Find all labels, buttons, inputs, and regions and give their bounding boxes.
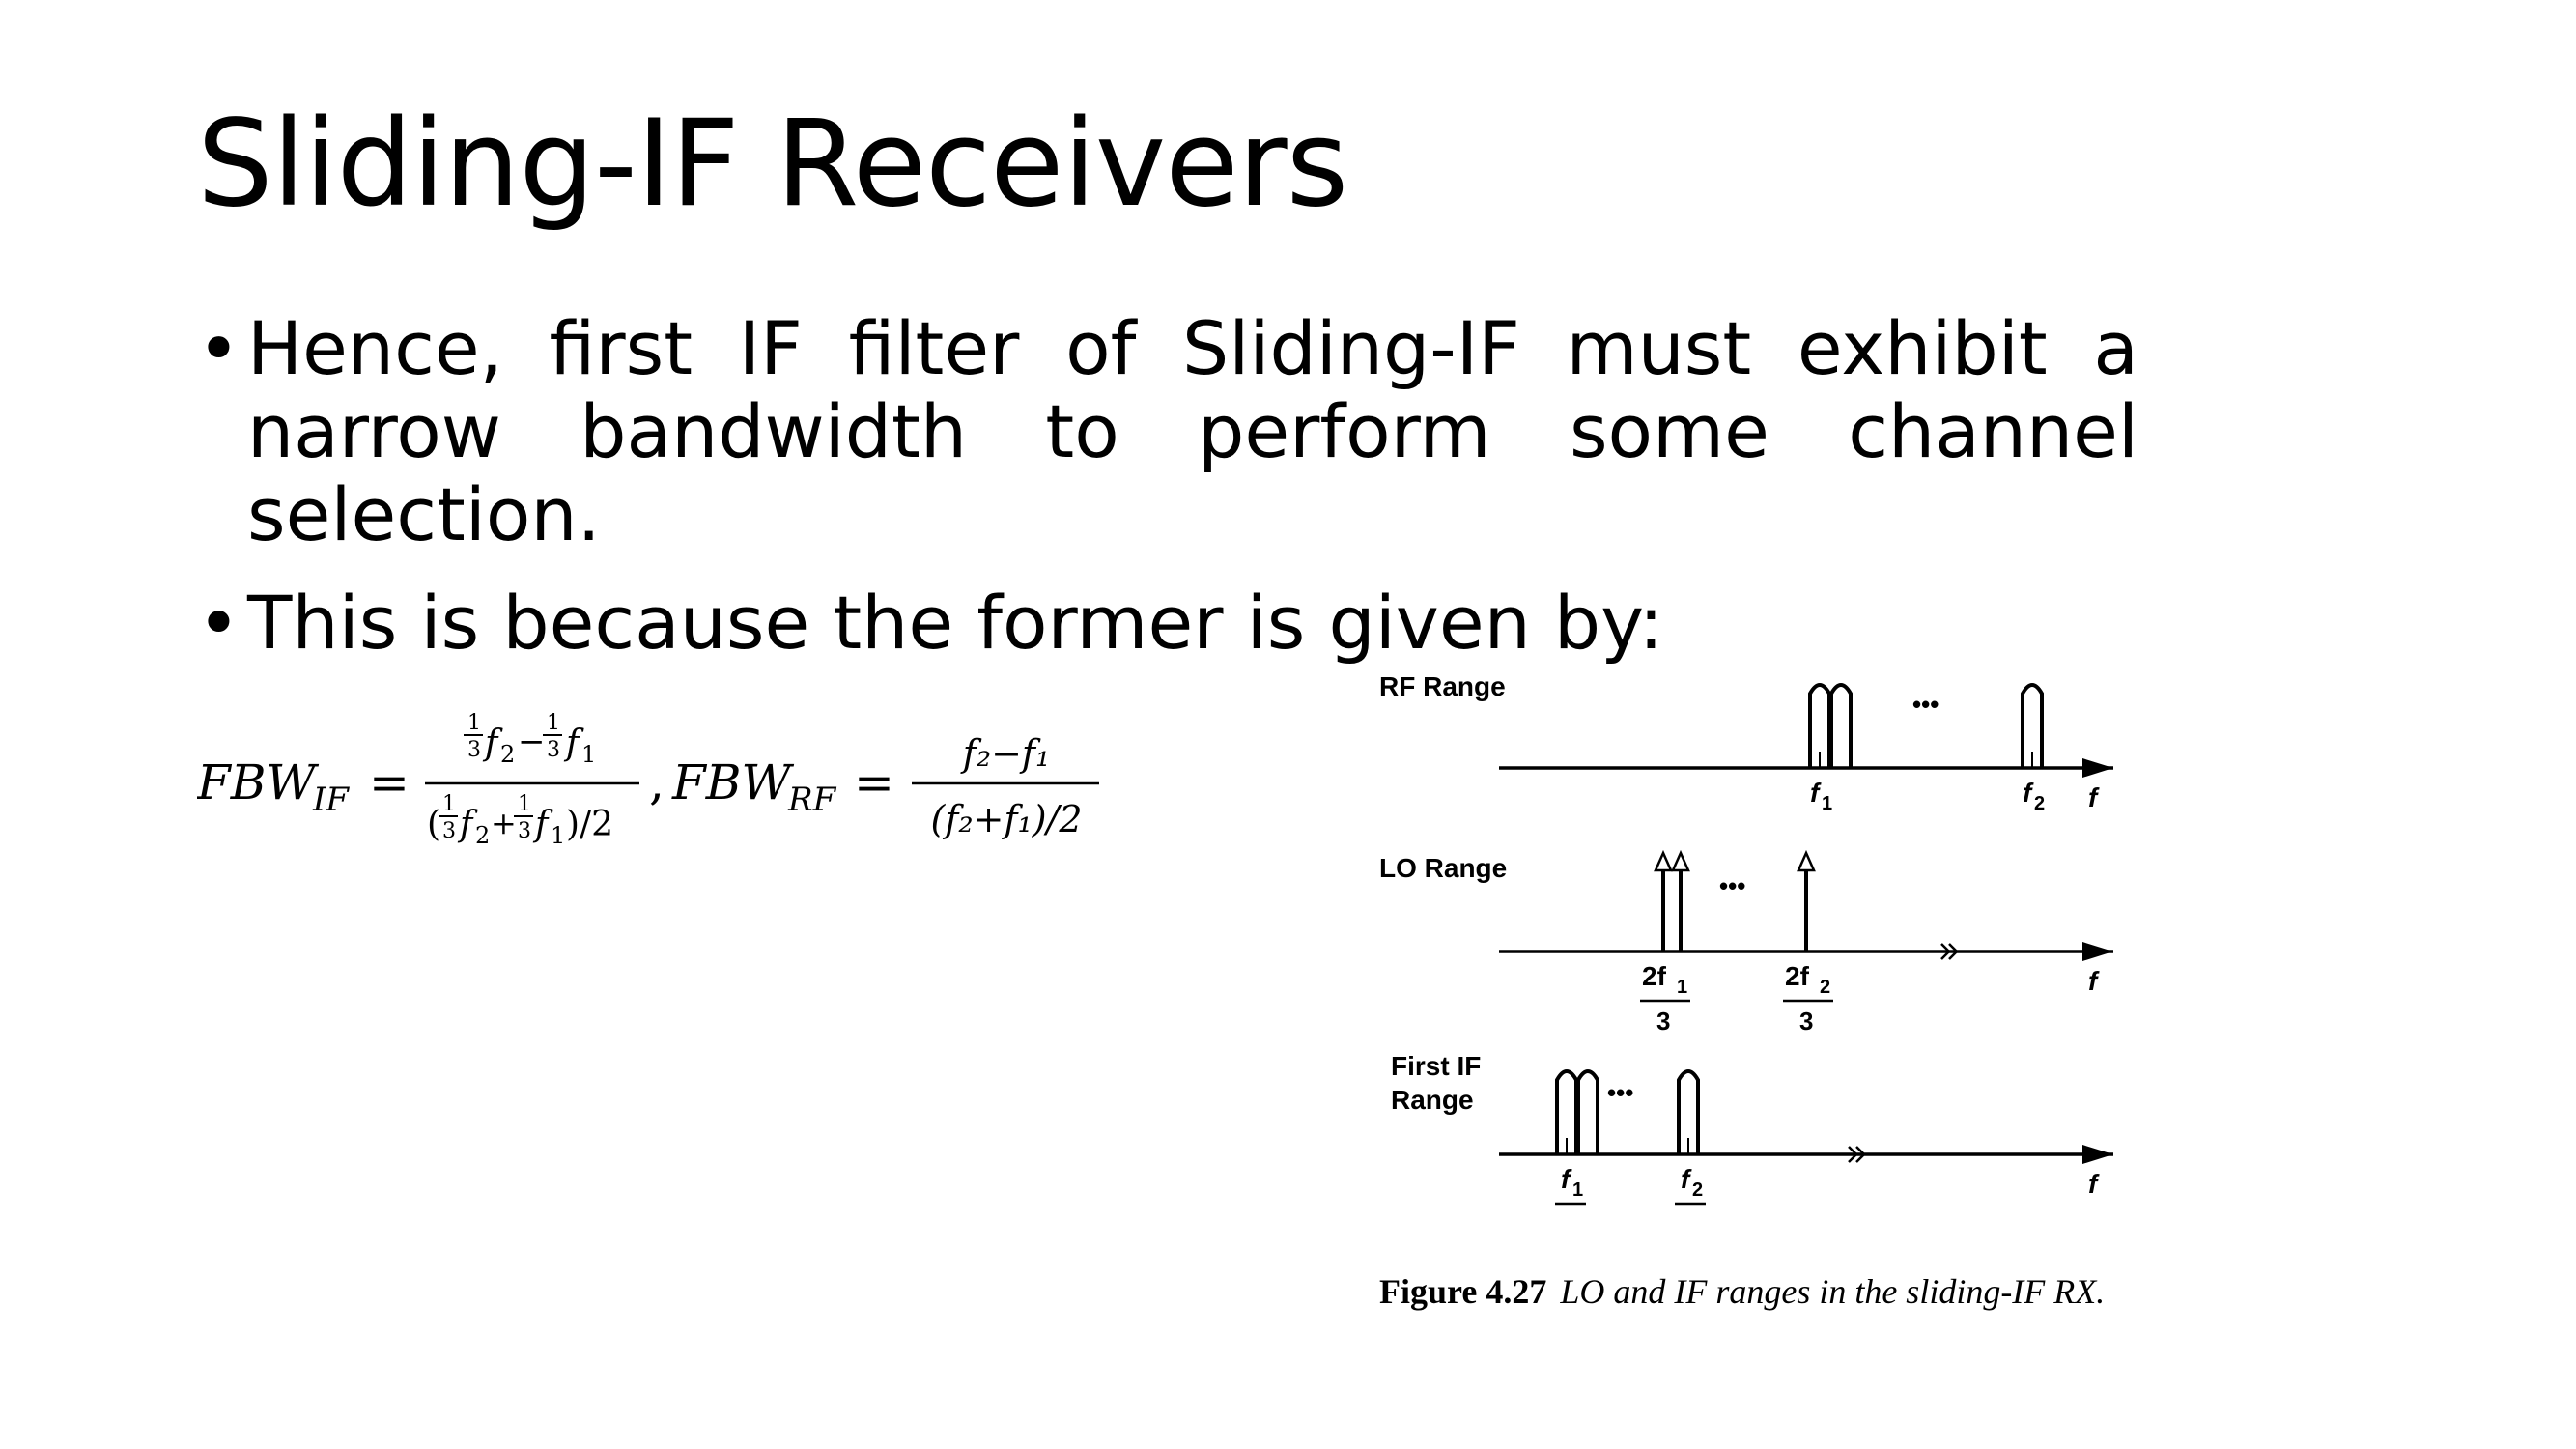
frac-one: 1 [442, 792, 456, 816]
fbw-rf-denominator: (f₂+f₁)/2 [930, 798, 1082, 840]
bullet-marker: • [197, 305, 241, 391]
f-subscript: 2 [475, 822, 490, 849]
equals-sign: = [854, 754, 894, 810]
figure-caption: Figure 4.27 LO and IF ranges in the slidi… [1379, 1271, 2105, 1312]
if-f1-numerator: f [1561, 1164, 1572, 1194]
lo-f2-numerator: 2f [1785, 961, 1810, 991]
lo-ellipsis: ••• [1719, 871, 1745, 900]
rf-channel-1 [1808, 683, 1831, 768]
fbw-if-numerator: 1 3 f 2 − 1 3 f 1 [464, 711, 596, 768]
frac-three: 3 [467, 738, 481, 762]
lo-f2-sub: 2 [1820, 977, 1830, 998]
if-range-label-line1: First IF [1391, 1051, 1481, 1081]
if-f1-sub: 1 [1572, 1179, 1583, 1201]
paren-half: )/2 [566, 805, 613, 844]
rf-channel-n [2021, 683, 2044, 768]
rf-channel-2 [1829, 683, 1853, 768]
frac-one: 1 [467, 711, 481, 735]
if-axis-break-icon [1848, 1146, 1866, 1163]
lo-f1-denominator: 3 [1656, 1007, 1670, 1036]
lo-axis-break-icon [1940, 943, 1959, 960]
if-ellipsis: ••• [1607, 1078, 1633, 1107]
lo-range-panel: LO Range ••• 2f 1 3 2f 2 3 f [1379, 849, 2113, 1036]
plus-sign: + [491, 805, 517, 841]
fbw-rf-expression: FBW RF = f₂−f₁ (f₂+f₁)/2 [671, 732, 1099, 840]
lo-tone-2-arrowhead [1671, 849, 1690, 872]
if-f2-numerator: f [1681, 1164, 1692, 1194]
fbw-if-subscript: IF [312, 781, 350, 819]
minus-sign: − [518, 723, 546, 761]
if-axis-arrowhead [2082, 1145, 2113, 1164]
rf-f2-sub: 2 [2034, 793, 2045, 814]
bullet-item-1: • Hence, first IF filter of Sliding-IF m… [197, 307, 2138, 556]
rf-f1-sub: 1 [1822, 793, 1832, 814]
rf-axis-arrowhead [2082, 758, 2113, 778]
bullet-text-1: Hence, first IF filter of Sliding-IF mus… [247, 305, 2138, 557]
fbw-if-expression: FBW IF = 1 3 f 2 − 1 3 f 1 ( 1 3 f 2 + 1 [197, 711, 639, 849]
bullet-text-2: This is because the former is given by: [247, 580, 1664, 666]
frac-three: 3 [442, 819, 456, 843]
f-subscript: 1 [551, 822, 565, 849]
lo-axis-label: f [2088, 966, 2100, 996]
rf-axis-label: f [2088, 782, 2100, 812]
frac-one: 1 [547, 711, 560, 735]
bullet-item-2: • This is because the former is given by… [197, 582, 2138, 665]
if-f2-sub: 2 [1692, 1179, 1703, 1201]
if-channel-1 [1555, 1069, 1578, 1154]
slide-title: Sliding-IF Receivers [197, 95, 1348, 234]
if-range-label-line2: Range [1391, 1085, 1474, 1115]
if-channel-n [1677, 1069, 1700, 1154]
f-subscript: 1 [581, 741, 596, 768]
sliding-if-spectrum-figure: RF Range ••• f 1 f 2 f LO Range ••• 2f 1… [1379, 671, 2113, 1206]
fbw-rf-lhs: FBW [671, 754, 794, 810]
lo-f1-sub: 1 [1677, 977, 1687, 998]
lo-f1-numerator: 2f [1642, 961, 1667, 991]
lo-tone-n-arrowhead [1797, 849, 1816, 872]
fbw-rf-subscript: RF [787, 781, 837, 819]
f-subscript: 2 [500, 741, 515, 768]
rf-f1-label: f [1810, 778, 1822, 808]
rf-f2-label: f [2023, 778, 2034, 808]
fbw-formula: FBW IF = 1 3 f 2 − 1 3 f 1 ( 1 3 f 2 + 1 [197, 711, 1099, 849]
bullet-list: • Hence, first IF filter of Sliding-IF m… [197, 307, 2138, 665]
equals-sign: = [369, 754, 410, 810]
fbw-if-lhs: FBW [197, 754, 319, 810]
lo-f2-denominator: 3 [1799, 1007, 1813, 1036]
fbw-if-denominator: ( 1 3 f 2 + 1 3 f 1 )/2 [427, 792, 613, 849]
if-axis-label: f [2088, 1169, 2100, 1199]
fbw-rf-numerator: f₂−f₁ [960, 732, 1050, 775]
rf-range-panel: RF Range ••• f 1 f 2 f [1379, 671, 2113, 814]
first-if-range-panel: First IF Range ••• f 1 3 f 2 3 f [1391, 1051, 2113, 1206]
lo-range-label: LO Range [1379, 853, 1507, 883]
figure-number: Figure 4.27 [1379, 1272, 1547, 1311]
frac-one: 1 [518, 792, 531, 816]
figure-caption-text: LO and IF ranges in the sliding-IF RX. [1560, 1272, 2106, 1311]
rf-range-label: RF Range [1379, 671, 1506, 701]
frac-three: 3 [518, 819, 531, 843]
lo-axis-arrowhead [2082, 942, 2113, 961]
rf-ellipsis: ••• [1912, 690, 1939, 719]
paren-left: ( [427, 805, 440, 844]
lo-tone-1-arrowhead [1654, 849, 1673, 872]
bullet-marker: • [197, 580, 241, 666]
formula-separator: , [649, 754, 665, 810]
if-channel-2 [1576, 1069, 1599, 1154]
frac-three: 3 [547, 738, 560, 762]
